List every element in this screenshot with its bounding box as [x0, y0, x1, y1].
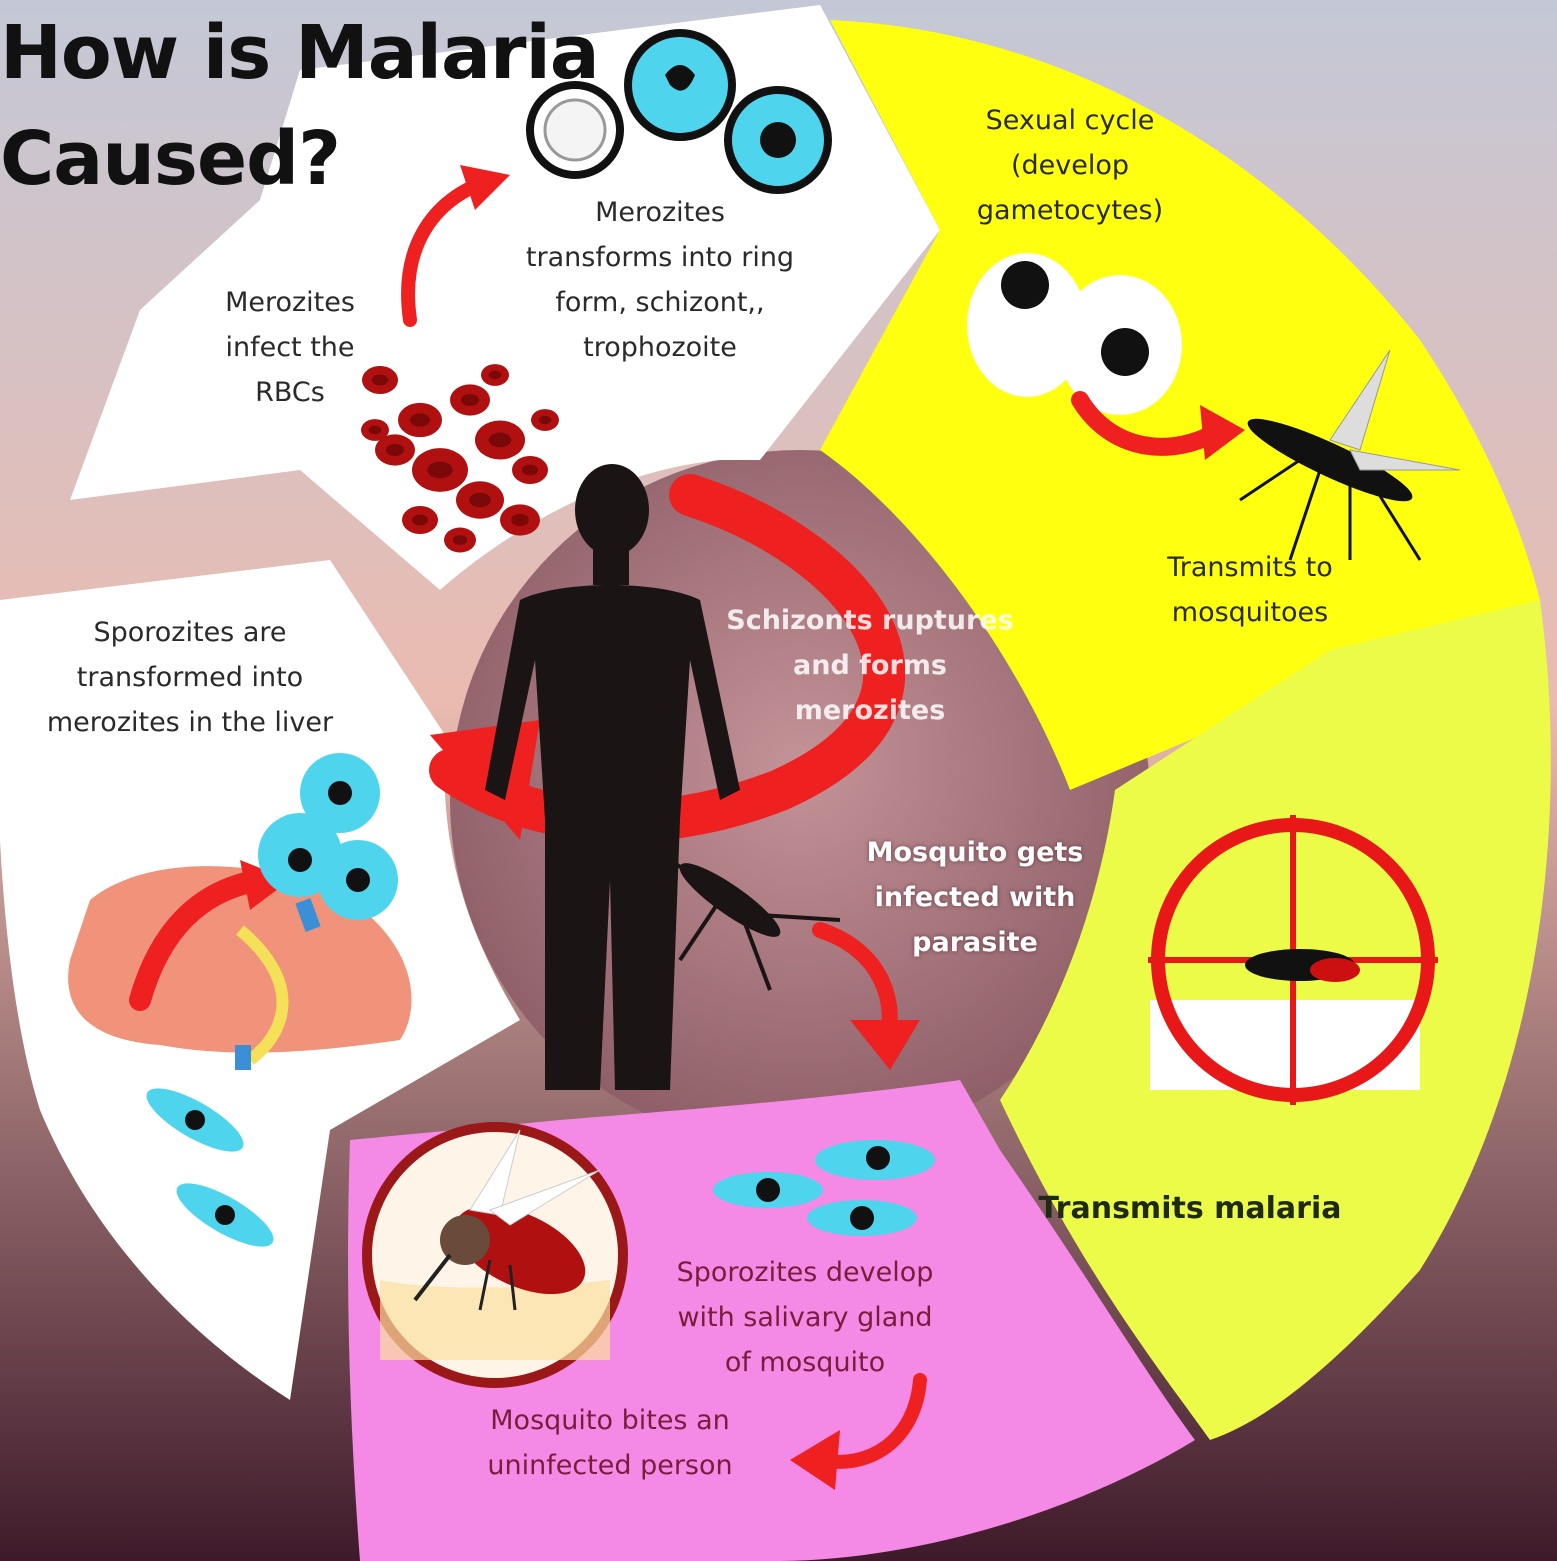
mosquito-biting-icon	[367, 1127, 623, 1383]
red-blood-cell-center	[369, 426, 382, 434]
label-sporozites-develop: Sporozites develop with salivary gland o…	[640, 1250, 970, 1385]
label-sporozites-liver: Sporozites are transformed into merozite…	[5, 610, 375, 745]
red-blood-cell-center	[427, 462, 452, 479]
page-title: How is Malaria Caused?	[0, 0, 599, 212]
label-merozites-transform: Merozites transforms into ring form, sch…	[490, 190, 830, 370]
red-blood-cell-center	[412, 515, 428, 526]
label-merozites-infect: Merozites infect the RBCs	[180, 280, 400, 415]
red-blood-cell-center	[489, 433, 512, 448]
label-sexual-cycle: Sexual cycle (develop gametocytes)	[940, 98, 1200, 233]
red-blood-cell-center	[386, 444, 404, 456]
red-blood-cell-center	[469, 493, 491, 507]
red-blood-cell-center	[489, 371, 502, 379]
red-blood-cell-center	[539, 416, 552, 424]
red-blood-cell-center	[410, 413, 430, 426]
label-mosquito-infected: Mosquito gets infected with parasite	[840, 830, 1110, 965]
label-transmits-malaria: Transmits malaria	[1010, 1186, 1370, 1231]
label-schizonts-rupture: Schizonts ruptures and forms merozites	[700, 598, 1040, 733]
red-blood-cell-center	[511, 514, 529, 526]
red-blood-cell-center	[522, 465, 538, 476]
red-blood-cell-center	[461, 394, 479, 406]
label-transmits-to-mosquitoes: Transmits to mosquitoes	[1120, 545, 1380, 635]
label-mosquito-bites: Mosquito bites an uninfected person	[440, 1398, 780, 1488]
red-blood-cell-center	[453, 535, 467, 545]
